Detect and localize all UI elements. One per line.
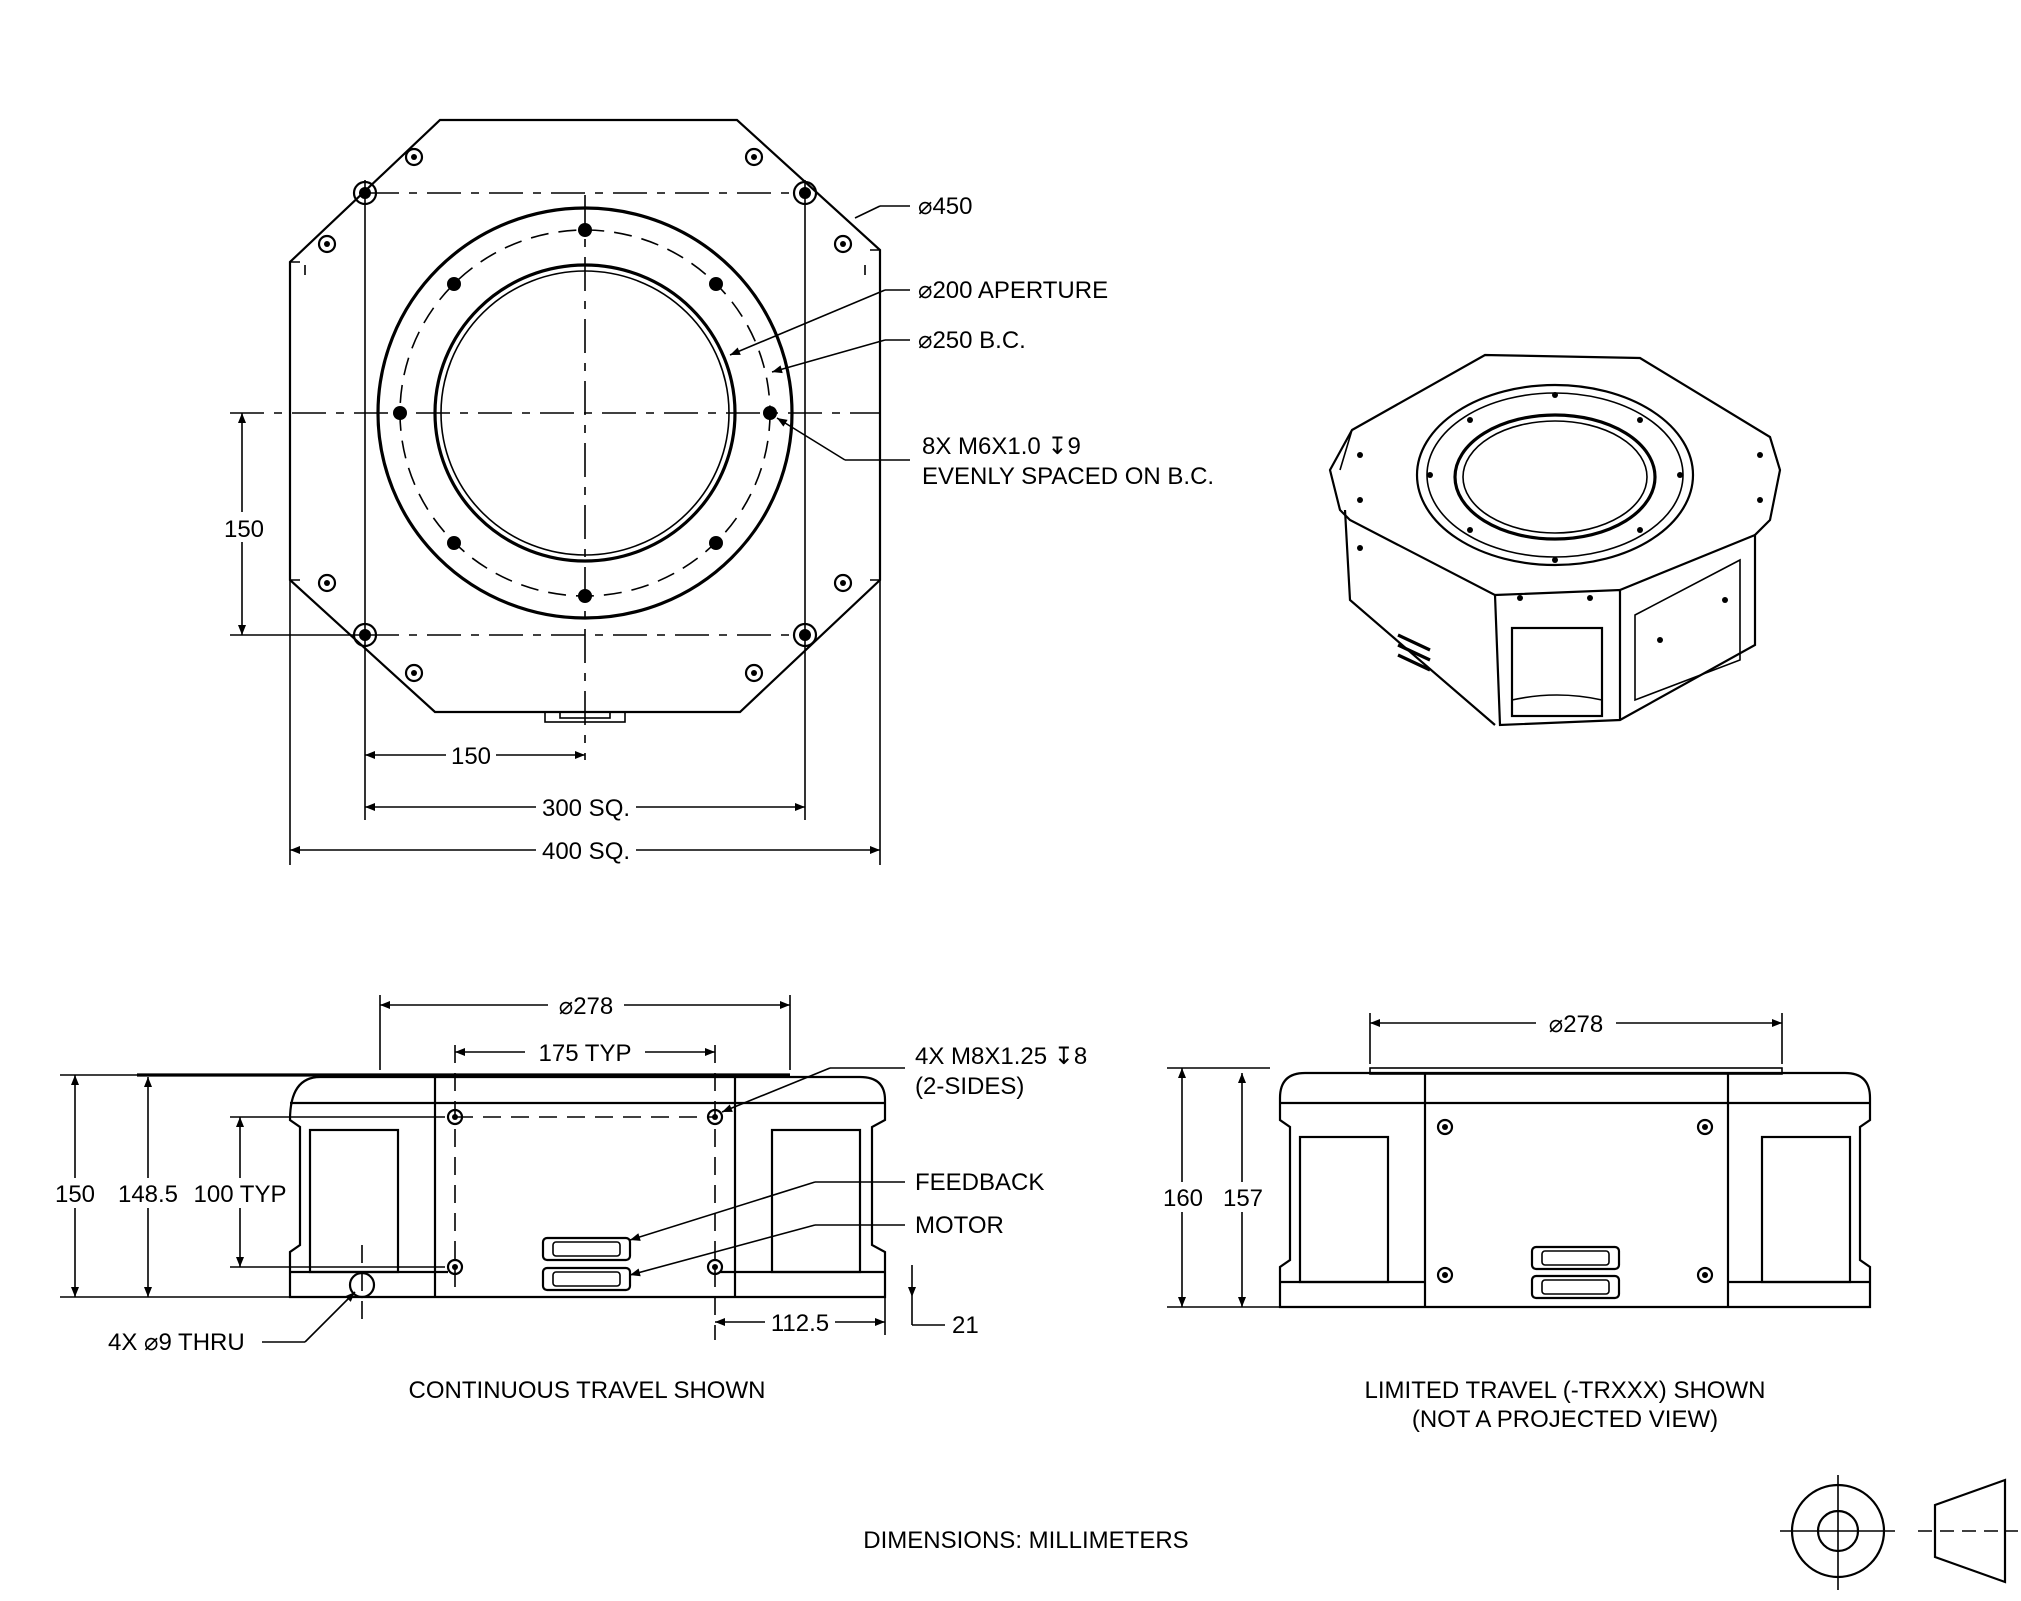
limited-caption-line1: LIMITED TRAVEL (-TRXXX) SHOWN — [1365, 1377, 1766, 1404]
isometric-view — [1328, 353, 1782, 727]
thread-callout-line1: 4X M8X1.25 ↧8 — [915, 1043, 1087, 1070]
dim-100-typ: 100 TYP — [194, 1181, 287, 1208]
side-view-limited: 160 157 ⌀278 LIMITED TRAVEL (-TRXXX) SHO… — [1160, 1008, 1872, 1433]
outer-dia-label: ⌀450 — [918, 193, 973, 220]
third-angle-projection-icon — [1780, 1475, 2018, 1590]
motor-label: MOTOR — [915, 1212, 1004, 1239]
bc-holes — [393, 223, 777, 603]
dim-148-5-height: 148.5 — [118, 1181, 178, 1208]
side-view-continuous: 150 148.5 100 TYP ⌀278 175 TYP 112.5 21 … — [50, 990, 1087, 1404]
thread-callout-line2: (2-SIDES) — [915, 1073, 1024, 1100]
dim-horizontal-150: 150 — [451, 743, 491, 770]
top-view-outline — [288, 118, 882, 714]
holes-label-line2: EVENLY SPACED ON B.C. — [922, 463, 1214, 490]
bolt-circle-label: ⌀250 B.C. — [918, 327, 1026, 354]
feedback-label: FEEDBACK — [915, 1169, 1044, 1196]
continuous-caption: CONTINUOUS TRAVEL SHOWN — [409, 1377, 766, 1404]
dim-112-5: 112.5 — [771, 1310, 829, 1337]
holes-label-line1: 8X M6X1.0 ↧9 — [922, 433, 1081, 460]
aperture-label: ⌀200 APERTURE — [918, 277, 1108, 304]
limited-caption-line2: (NOT A PROJECTED VIEW) — [1412, 1406, 1718, 1433]
dim-dia-278-limited: ⌀278 — [1549, 1011, 1604, 1038]
side-dimensions — [60, 995, 945, 1335]
corner-bolt-holes — [352, 180, 818, 648]
dim-400-sq: 400 SQ. — [542, 838, 630, 865]
motor-connector — [541, 1266, 632, 1292]
dim-300-sq: 300 SQ. — [542, 795, 630, 822]
units-note: DIMENSIONS: MILLIMETERS — [863, 1527, 1188, 1554]
dim-150-height: 150 — [55, 1181, 95, 1208]
dim-vertical-150: 150 — [224, 516, 264, 543]
feedback-connector — [541, 1236, 632, 1262]
dim-160-height: 160 — [1163, 1185, 1203, 1212]
dim-21: 21 — [952, 1312, 979, 1339]
dim-175-typ: 175 TYP — [539, 1040, 632, 1067]
dim-dia-278: ⌀278 — [559, 993, 614, 1020]
dim-157-height: 157 — [1223, 1185, 1263, 1212]
limited-dimensions — [1167, 1013, 1783, 1308]
top-leaders — [729, 205, 910, 461]
top-view: ⌀450 ⌀200 APERTURE ⌀250 B.C. 8X M6X1.0 ↧… — [222, 118, 1214, 865]
thru-holes-label: 4X ⌀9 THRU — [108, 1329, 245, 1356]
perimeter-holes — [317, 147, 853, 683]
